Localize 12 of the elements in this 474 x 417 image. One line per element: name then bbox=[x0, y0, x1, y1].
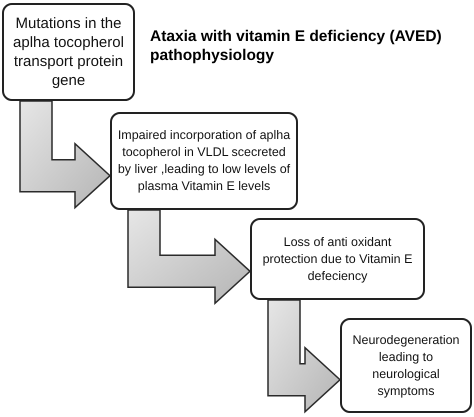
box-text: Loss of anti oxidant protection due to Vitamin E defeciency bbox=[262, 234, 414, 284]
box-text: Neurodegeneration leading to neurological symptoms bbox=[351, 332, 461, 400]
box-text: Mutations in the aplha tocopherol transport protein gene bbox=[12, 14, 125, 90]
process-box bbox=[250, 218, 425, 300]
title: Ataxia with vitamin E deficiency (AVED) pathophysiology bbox=[150, 27, 443, 65]
bent-block-arrow bbox=[267, 299, 342, 414]
process-box bbox=[340, 318, 472, 413]
bent-block-arrow bbox=[19, 100, 112, 210]
process-box bbox=[2, 3, 135, 101]
bent-block-arrow bbox=[127, 209, 252, 305]
box-text: Impaired incorporation of aplha tocopherol in VLDL scecreted by liver ,leading to low levels of plasma Vitamin E levels bbox=[116, 127, 292, 195]
process-box bbox=[110, 112, 298, 210]
